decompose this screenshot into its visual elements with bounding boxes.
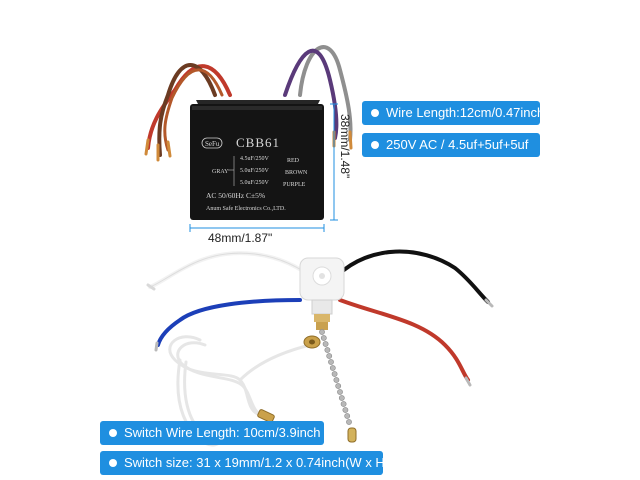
wire-length-badge: Wire Length:12cm/0.47inch bbox=[362, 101, 544, 125]
capacitor-model: CBB61 bbox=[236, 135, 280, 150]
chain-bead bbox=[344, 413, 351, 419]
chain-bead bbox=[340, 401, 347, 407]
pull-cord-connector bbox=[257, 335, 321, 423]
switch-wire-red bbox=[338, 298, 470, 382]
wire-length-text: Wire Length:12cm/0.47inch bbox=[386, 105, 545, 120]
wire-purple bbox=[283, 48, 339, 140]
chain-bead bbox=[342, 407, 349, 413]
switch-wire-length-text: Switch Wire Length: 10cm/3.9inch bbox=[124, 425, 321, 440]
wire-gray bbox=[298, 45, 353, 142]
chain-bead bbox=[320, 335, 327, 341]
chain-bead bbox=[335, 383, 342, 389]
chain-bead bbox=[331, 371, 338, 377]
switch-wires bbox=[146, 249, 494, 387]
capacitor-freq-tol: AC 50/60Hz C±5% bbox=[206, 191, 265, 200]
chain-bead bbox=[324, 347, 331, 353]
capacitor-logo: SeFu bbox=[205, 140, 220, 148]
fan-switch bbox=[299, 257, 345, 330]
chain-bead bbox=[333, 377, 340, 383]
capacitor-wire-purple: PURPLE bbox=[283, 182, 306, 188]
chain-bead bbox=[346, 419, 352, 425]
capacitor-wire-brown: BROWN bbox=[285, 170, 308, 176]
switch-wire-blue bbox=[156, 298, 302, 347]
bullet-dot bbox=[371, 109, 379, 117]
switch-wire-white bbox=[148, 251, 320, 289]
capacitor-print: SeFu CBB61 GRAY 4.5uF/250V 5.0uF/250V 5.… bbox=[201, 135, 308, 212]
switch-wire-black bbox=[336, 249, 490, 304]
width-dimension-label: 48mm/1.87" bbox=[208, 231, 273, 245]
chain-bead bbox=[328, 359, 334, 365]
capacitor-wires bbox=[144, 45, 353, 162]
chain-bead bbox=[326, 353, 333, 359]
pull-chain bbox=[319, 329, 352, 425]
rating-text: 250V AC / 4.5uf+5uf+5uf bbox=[386, 137, 529, 152]
capacitor-maker: Anum Safe Electronics Co.,LTD. bbox=[206, 205, 286, 212]
height-dimension-label: 38mm/1.48" bbox=[338, 114, 352, 179]
bullet-dot bbox=[109, 429, 117, 437]
wire-orange bbox=[163, 68, 224, 152]
switch-wire-length-badge: Switch Wire Length: 10cm/3.9inch bbox=[100, 421, 324, 445]
capacitor-wire-gray: GRAY bbox=[212, 169, 229, 175]
capacitor-wire-red: RED bbox=[287, 158, 300, 164]
bullet-dot bbox=[371, 141, 379, 149]
wire-brown bbox=[157, 63, 217, 157]
capacitor-cap2: 5.0uF/250V bbox=[240, 168, 270, 174]
chain-bead bbox=[322, 341, 329, 347]
chain-bead bbox=[337, 389, 343, 395]
capacitor-body bbox=[190, 100, 324, 220]
bullet-dot bbox=[109, 459, 117, 467]
switch-size-badge: Switch size: 31 x 19mm/1.2 x 0.74inch(W … bbox=[100, 451, 389, 475]
switch-size-text: Switch size: 31 x 19mm/1.2 x 0.74inch(W … bbox=[124, 455, 390, 470]
capacitor-cap1: 4.5uF/250V bbox=[240, 156, 270, 162]
chain-end-fob bbox=[347, 427, 357, 443]
chain-bead bbox=[338, 395, 345, 401]
chain-bead bbox=[329, 365, 336, 371]
rating-badge: 250V AC / 4.5uf+5uf+5uf bbox=[362, 133, 540, 157]
chain-bead bbox=[319, 329, 325, 335]
dimension-lines bbox=[189, 103, 338, 232]
capacitor-cap3: 5.0uF/250V bbox=[240, 180, 270, 186]
